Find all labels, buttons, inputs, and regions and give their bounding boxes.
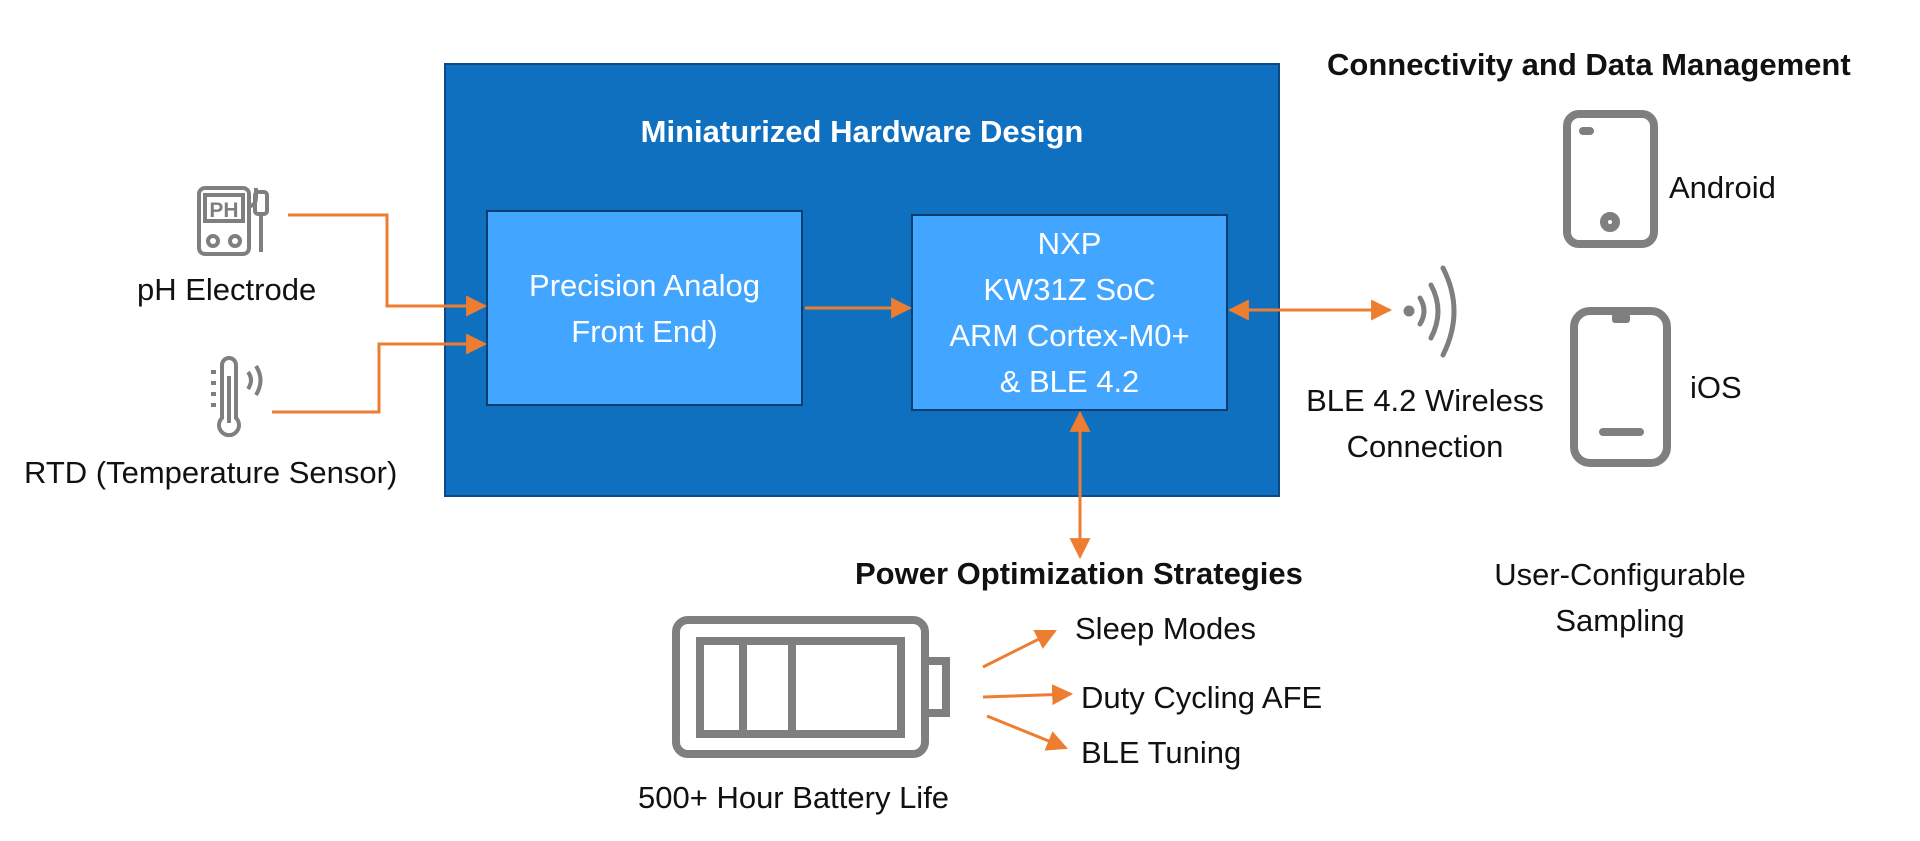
soc-label-line2: KW31Z SoC	[983, 272, 1156, 307]
battery-life-label: 500+ Hour Battery Life	[638, 780, 950, 815]
android-label: Android	[1669, 170, 1776, 205]
hardware-block-title: Miniaturized Hardware Design	[640, 114, 1084, 149]
arrow-ph-to-afe	[288, 213, 488, 317]
battery-icon	[672, 616, 950, 758]
rtd-label: RTD (Temperature Sensor)	[24, 455, 398, 490]
soc-label-line1: NXP	[1037, 226, 1102, 261]
arrow-rtd-to-afe	[272, 333, 488, 414]
connectivity-title: Connectivity and Data Management	[1327, 47, 1851, 82]
afe-label-line1: Precision Analog	[529, 268, 760, 303]
afe-label-line2: Front End)	[571, 314, 718, 349]
ph-icon-text: PH	[209, 199, 238, 222]
phone-ios-icon	[1570, 307, 1671, 467]
sampling-label-line1: User-Configurable	[1494, 557, 1746, 592]
power-title: Power Optimization Strategies	[855, 556, 1303, 591]
ph-meter-icon: PH	[197, 186, 269, 256]
power-item-duty-cycling: Duty Cycling AFE	[1081, 680, 1323, 715]
wireless-signal-icon	[1403, 265, 1457, 358]
ph-electrode-label: pH Electrode	[137, 272, 317, 307]
soc-label-line3: ARM Cortex-M0+	[949, 318, 1190, 353]
wireless-label-line2: Connection	[1346, 429, 1504, 464]
power-item-ble-tuning: BLE Tuning	[1081, 735, 1242, 770]
afe-box	[486, 210, 803, 406]
wireless-label: BLE 4.2 Wireless Connection	[1290, 378, 1560, 470]
soc-box-label: NXP KW31Z SoC ARM Cortex-M0+ & BLE 4.2	[912, 221, 1227, 405]
soc-box	[911, 214, 1228, 411]
arrow-sleep-modes	[982, 629, 1057, 669]
thermometer-icon	[211, 356, 263, 438]
arrow-duty-cycling	[982, 684, 1074, 706]
arrow-ble-tuning	[986, 714, 1068, 751]
soc-label-line4: & BLE 4.2	[999, 364, 1140, 399]
wireless-label-line1: BLE 4.2 Wireless	[1306, 383, 1544, 418]
sampling-label: User-Configurable Sampling	[1470, 552, 1770, 644]
power-item-sleep-modes: Sleep Modes	[1075, 611, 1256, 646]
phone-android-icon	[1563, 110, 1658, 248]
sampling-label-line2: Sampling	[1555, 603, 1685, 638]
connector-arrows	[272, 213, 1393, 751]
afe-box-label: Precision Analog Front End)	[487, 263, 802, 355]
ios-label: iOS	[1690, 370, 1742, 405]
